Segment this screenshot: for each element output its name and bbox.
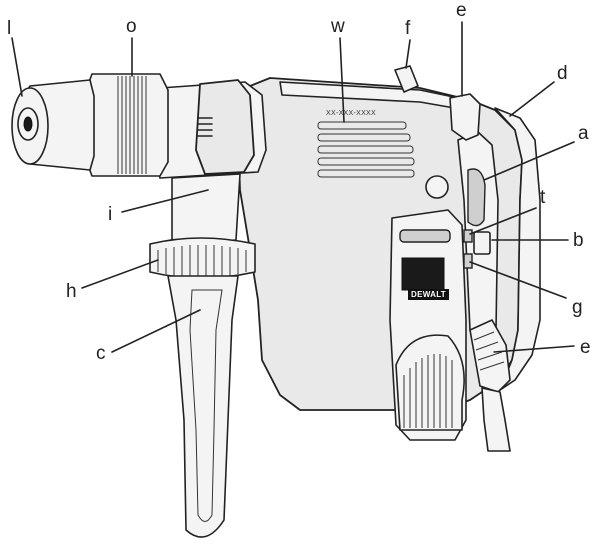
leader-w	[339, 37, 345, 123]
leader-t	[469, 207, 537, 235]
panel-slot	[399, 229, 451, 243]
callout-label-f: f	[405, 18, 411, 39]
leader-i	[121, 189, 209, 213]
callout-label-o: o	[126, 16, 137, 37]
callout-label-i: i	[108, 204, 113, 225]
leader-c	[111, 309, 201, 353]
leader-g	[469, 261, 567, 299]
front-collar-ribs	[197, 117, 213, 137]
callout-label-b: b	[573, 230, 584, 251]
side-handle-grip-inner	[189, 289, 223, 522]
bit-socket-inner	[23, 116, 33, 132]
chuck-grip-ribs	[117, 76, 147, 174]
rear-cap	[494, 107, 541, 391]
front-collar	[195, 79, 255, 175]
callout-label-t: t	[540, 187, 546, 208]
body-button	[425, 175, 449, 199]
top-switch	[394, 65, 419, 93]
callout-label-e-bottom: e	[580, 337, 591, 358]
switch-g	[463, 253, 473, 269]
vent-slots	[317, 121, 415, 178]
callout-label-a: a	[578, 123, 589, 144]
callout-label-c: c	[96, 343, 106, 364]
leader-f	[405, 39, 411, 69]
cord-guard-ribs	[473, 331, 505, 371]
callout-label-h: h	[66, 281, 77, 302]
callout-label-g: g	[572, 297, 583, 318]
leader-e-bottom	[493, 345, 575, 353]
mode-dial	[395, 334, 465, 431]
leader-d	[509, 81, 555, 117]
callout-label-w: w	[331, 16, 345, 37]
brand-badge: DEWALT	[408, 289, 449, 300]
lock-button	[473, 231, 491, 255]
side-handle-grip	[167, 275, 239, 538]
mode-dial-ribs	[403, 354, 453, 428]
switch-t	[463, 229, 473, 243]
trigger	[467, 168, 486, 227]
callout-label-e-top: e	[456, 0, 467, 21]
serial-text: XX-XXX-XXXX	[326, 110, 376, 117]
leader-h	[81, 259, 159, 289]
callout-label-d: d	[557, 63, 568, 84]
rear-collar-top	[449, 93, 481, 141]
panel-label-plate	[401, 257, 445, 291]
leader-l	[11, 37, 23, 97]
leader-a	[483, 141, 575, 181]
clamp-ring-ribs	[157, 245, 247, 278]
callout-label-l: l	[7, 18, 12, 39]
power-cord	[481, 387, 511, 452]
